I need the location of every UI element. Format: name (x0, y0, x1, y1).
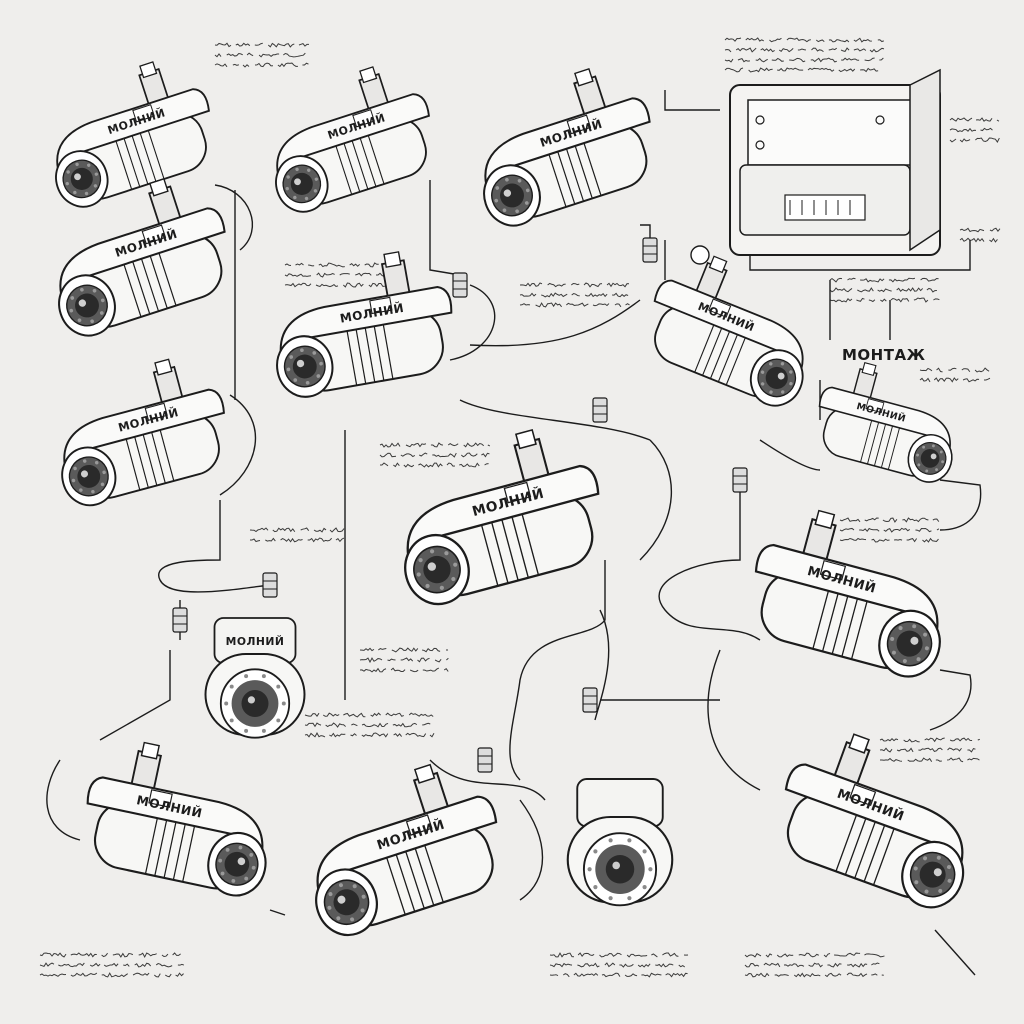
cable-line (214, 184, 254, 251)
bullet-camera-icon: МОЛНИЙ (653, 255, 804, 407)
bullet-camera-icon: МОЛНИЙ (483, 68, 651, 227)
scribble-annotation (359, 647, 449, 673)
cable-line (99, 650, 171, 741)
scribble-annotation (304, 712, 435, 738)
cable-line (158, 500, 271, 593)
scribble-annotation (724, 37, 885, 73)
scribble-annotation (959, 227, 1001, 243)
cable-line (46, 759, 81, 841)
cable-line (658, 480, 761, 641)
scribble-annotations (39, 37, 1001, 978)
cable-connector-icon (262, 572, 278, 598)
dome-camera-icon (566, 778, 674, 907)
cable-line (429, 180, 461, 276)
bullet-camera-icon: МОЛНИЙ (55, 61, 210, 208)
bullet-camera-icon: МОЛНИЙ (818, 361, 953, 483)
cable-line (519, 799, 544, 901)
cable-line (594, 609, 610, 721)
cable-lines (46, 90, 982, 976)
cable-line (929, 669, 972, 731)
cable-connector-icon (592, 397, 608, 423)
dome-camera-icon: МОЛНИЙ (204, 617, 306, 739)
cable-line (934, 929, 976, 976)
bullet-camera-icon: МОЛНИЙ (754, 509, 941, 678)
cable-connector-icon (172, 607, 188, 633)
cable-line (469, 299, 641, 347)
cable-line (459, 399, 651, 441)
scribble-annotation (379, 442, 491, 468)
scribble-annotation (249, 527, 345, 543)
cable-connector-icon (732, 467, 748, 493)
cable-line (219, 394, 257, 496)
scribble-annotation (519, 282, 630, 308)
bullet-camera-icon: МОЛНИЙ (275, 66, 430, 213)
dvr-recorder-icon (690, 68, 941, 265)
cable-connector-icon (582, 687, 598, 713)
scribble-annotation (839, 517, 940, 543)
bullet-camera-icon: МОЛНИЙ (784, 733, 965, 909)
cable-line (664, 90, 720, 111)
bullet-camera-icon: МОЛНИЙ (276, 251, 453, 398)
scribble-annotation (214, 42, 309, 68)
cable-line (449, 284, 496, 361)
cable-line (640, 224, 651, 240)
cable-connector-icon (452, 272, 468, 298)
montage-heading: МОНТАЖ (842, 346, 926, 364)
cable-line (509, 560, 606, 781)
scribble-annotation (39, 952, 185, 978)
cable-line (269, 909, 286, 916)
scribble-annotation (879, 737, 980, 763)
cable-line (707, 649, 761, 791)
scribble-annotation (949, 117, 1000, 143)
cable-connector-icon (477, 747, 493, 773)
cable-line (759, 439, 821, 471)
scribble-annotation (284, 262, 385, 288)
scribble-annotation (919, 367, 991, 383)
scribble-annotation (744, 952, 885, 978)
camera-model-label: МОЛНИЙ (226, 635, 285, 648)
bullet-camera-icon: МОЛНИЙ (86, 741, 267, 897)
scribble-annotation (829, 277, 940, 303)
cable-line (429, 759, 546, 801)
cable-line (639, 439, 673, 561)
bullet-camera-icon: МОЛНИЙ (61, 358, 225, 507)
bullet-camera-icon: МОЛНИЙ (315, 763, 498, 937)
cable-line (939, 479, 982, 531)
cable-connector-icon (642, 237, 658, 263)
scribble-annotation (549, 952, 689, 978)
bullet-camera-icon: МОЛНИЙ (404, 428, 600, 606)
